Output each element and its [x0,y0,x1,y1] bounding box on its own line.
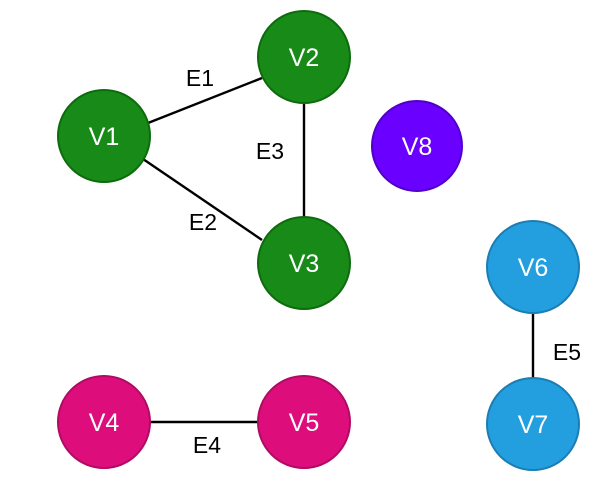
graph-node-v4[interactable] [57,375,151,469]
edge-label-e1: E1 [186,65,214,91]
node-label-v7: V7 [518,411,549,439]
edge-label-e3: E3 [256,138,284,164]
node-label-v4: V4 [89,409,120,437]
edge-lines-layer [142,76,535,424]
node-label-v6: V6 [518,254,549,282]
graph-node-v1[interactable] [57,89,151,183]
graph-node-v3[interactable] [257,216,351,310]
graph-node-v7[interactable] [486,377,580,471]
node-label-v3: V3 [289,250,320,278]
graph-node-v2[interactable] [257,10,351,104]
node-label-v2: V2 [289,44,320,72]
graph-edge-e1[interactable] [147,76,263,125]
node-label-v1: V1 [89,123,120,151]
edge-label-e2: E2 [189,209,217,235]
node-label-v5: V5 [289,409,320,437]
graph-node-v5[interactable] [257,375,351,469]
node-circles-layer [57,10,580,471]
graph-edge-e2[interactable] [142,158,263,241]
graph-node-v8[interactable] [371,100,463,192]
edge-label-e5: E5 [553,339,581,365]
node-label-v8: V8 [402,133,433,161]
graph-node-v6[interactable] [486,220,580,314]
edge-label-e4: E4 [193,432,221,458]
